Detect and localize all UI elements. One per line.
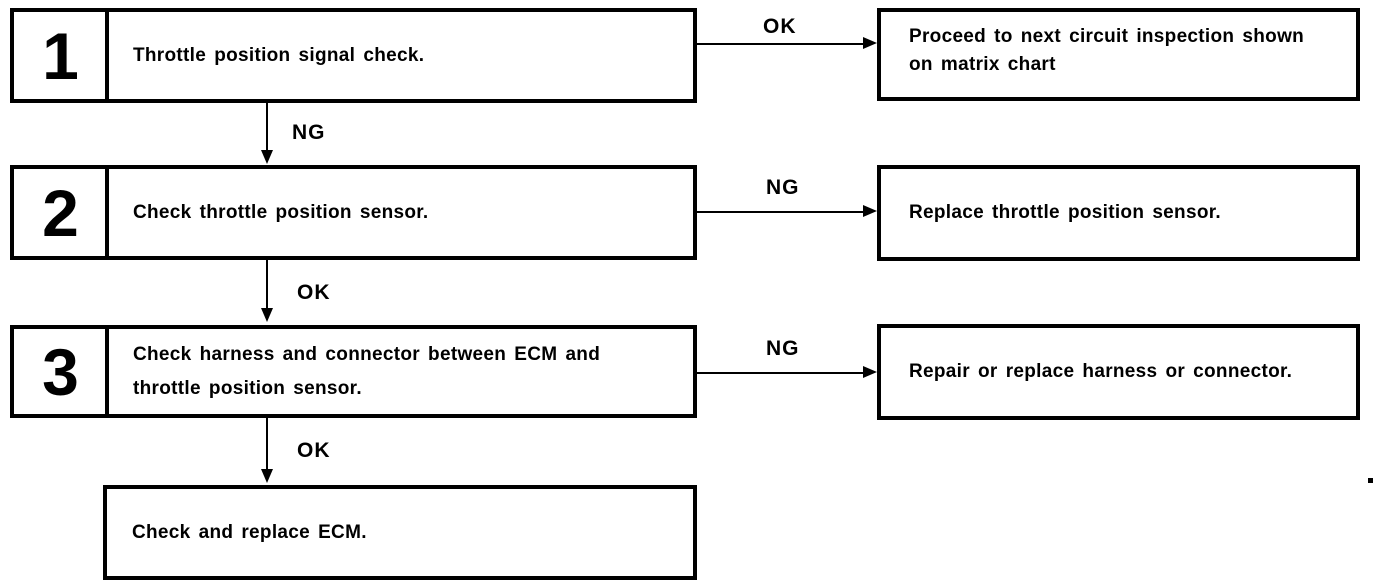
arrow-right-icon (863, 37, 877, 49)
result-2-box: Replace throttle position sensor. (877, 165, 1360, 261)
arrow-down-icon (261, 308, 273, 322)
connector-step1-ng-line (266, 103, 268, 151)
connector-step3-ng-label: NG (766, 337, 800, 360)
connector-step3-ng-line (697, 372, 865, 374)
connector-step2-ok-label: OK (297, 281, 331, 304)
step-3-number: 3 (14, 329, 109, 414)
final-step-box: Check and replace ECM. (103, 485, 697, 580)
step-2-text: Check throttle position sensor. (133, 201, 429, 223)
result-1-text: Proceed to next circuit inspection shown… (909, 26, 1305, 75)
arrow-right-icon (863, 366, 877, 378)
connector-step1-ng-label: NG (292, 121, 326, 144)
step-2-box: 2 Check throttle position sensor. (10, 165, 697, 260)
arrow-down-icon (261, 469, 273, 483)
connector-step3-ok-line (266, 418, 268, 470)
connector-step1-ok-line (697, 43, 865, 45)
result-3-box: Repair or replace harness or connector. (877, 324, 1360, 420)
connector-step3-ok-label: OK (297, 439, 331, 462)
final-step-text: Check and replace ECM. (132, 521, 367, 543)
result-2-text: Replace throttle position sensor. (909, 202, 1221, 224)
scan-speck (1368, 478, 1373, 483)
result-1-box: Proceed to next circuit inspection shown… (877, 8, 1360, 101)
step-3-text: Check harness and connector between ECM … (133, 344, 601, 399)
connector-step2-ng-label: NG (766, 176, 800, 199)
connector-step2-ok-line (266, 260, 268, 309)
arrow-down-icon (261, 150, 273, 164)
connector-step1-ok-label: OK (763, 15, 797, 38)
step-2-number: 2 (14, 169, 109, 256)
result-3-text: Repair or replace harness or connector. (909, 361, 1293, 383)
connector-step2-ng-line (697, 211, 865, 213)
step-1-number: 1 (14, 12, 109, 99)
step-1-box: 1 Throttle position signal check. (10, 8, 697, 103)
step-1-text: Throttle position signal check. (133, 44, 425, 66)
step-3-box: 3 Check harness and connector between EC… (10, 325, 697, 418)
arrow-right-icon (863, 205, 877, 217)
